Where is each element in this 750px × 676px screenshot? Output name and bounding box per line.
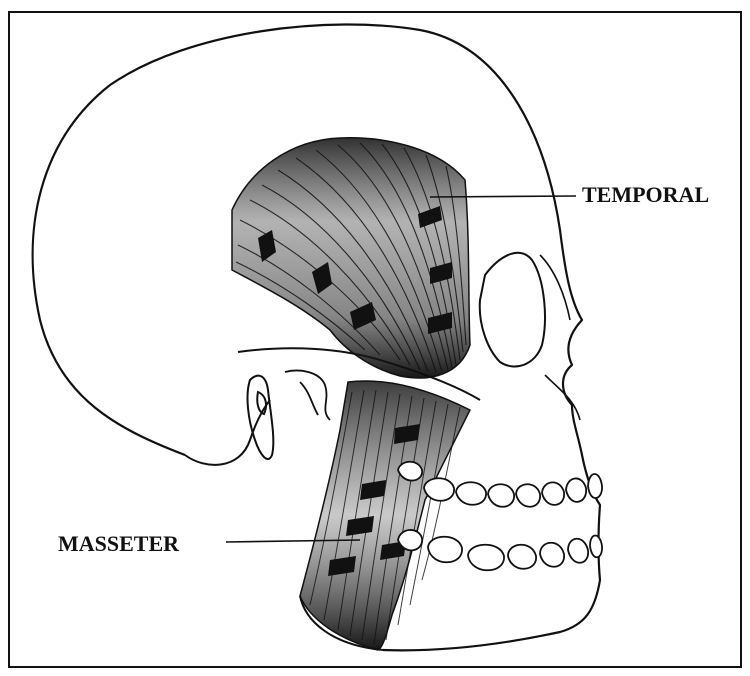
- lower-teeth: [398, 530, 602, 570]
- nasal-outline: [540, 255, 580, 420]
- eye-orbit: [480, 253, 545, 367]
- temporal-leader-line: [430, 196, 576, 197]
- masseter-label: MASSETER: [58, 531, 179, 557]
- masseter-muscle: [300, 381, 470, 650]
- temporal-muscle: [232, 138, 470, 378]
- ear-condyle: [248, 376, 274, 459]
- mastoid-process: [285, 371, 330, 420]
- temporal-label: TEMPORAL: [582, 182, 709, 208]
